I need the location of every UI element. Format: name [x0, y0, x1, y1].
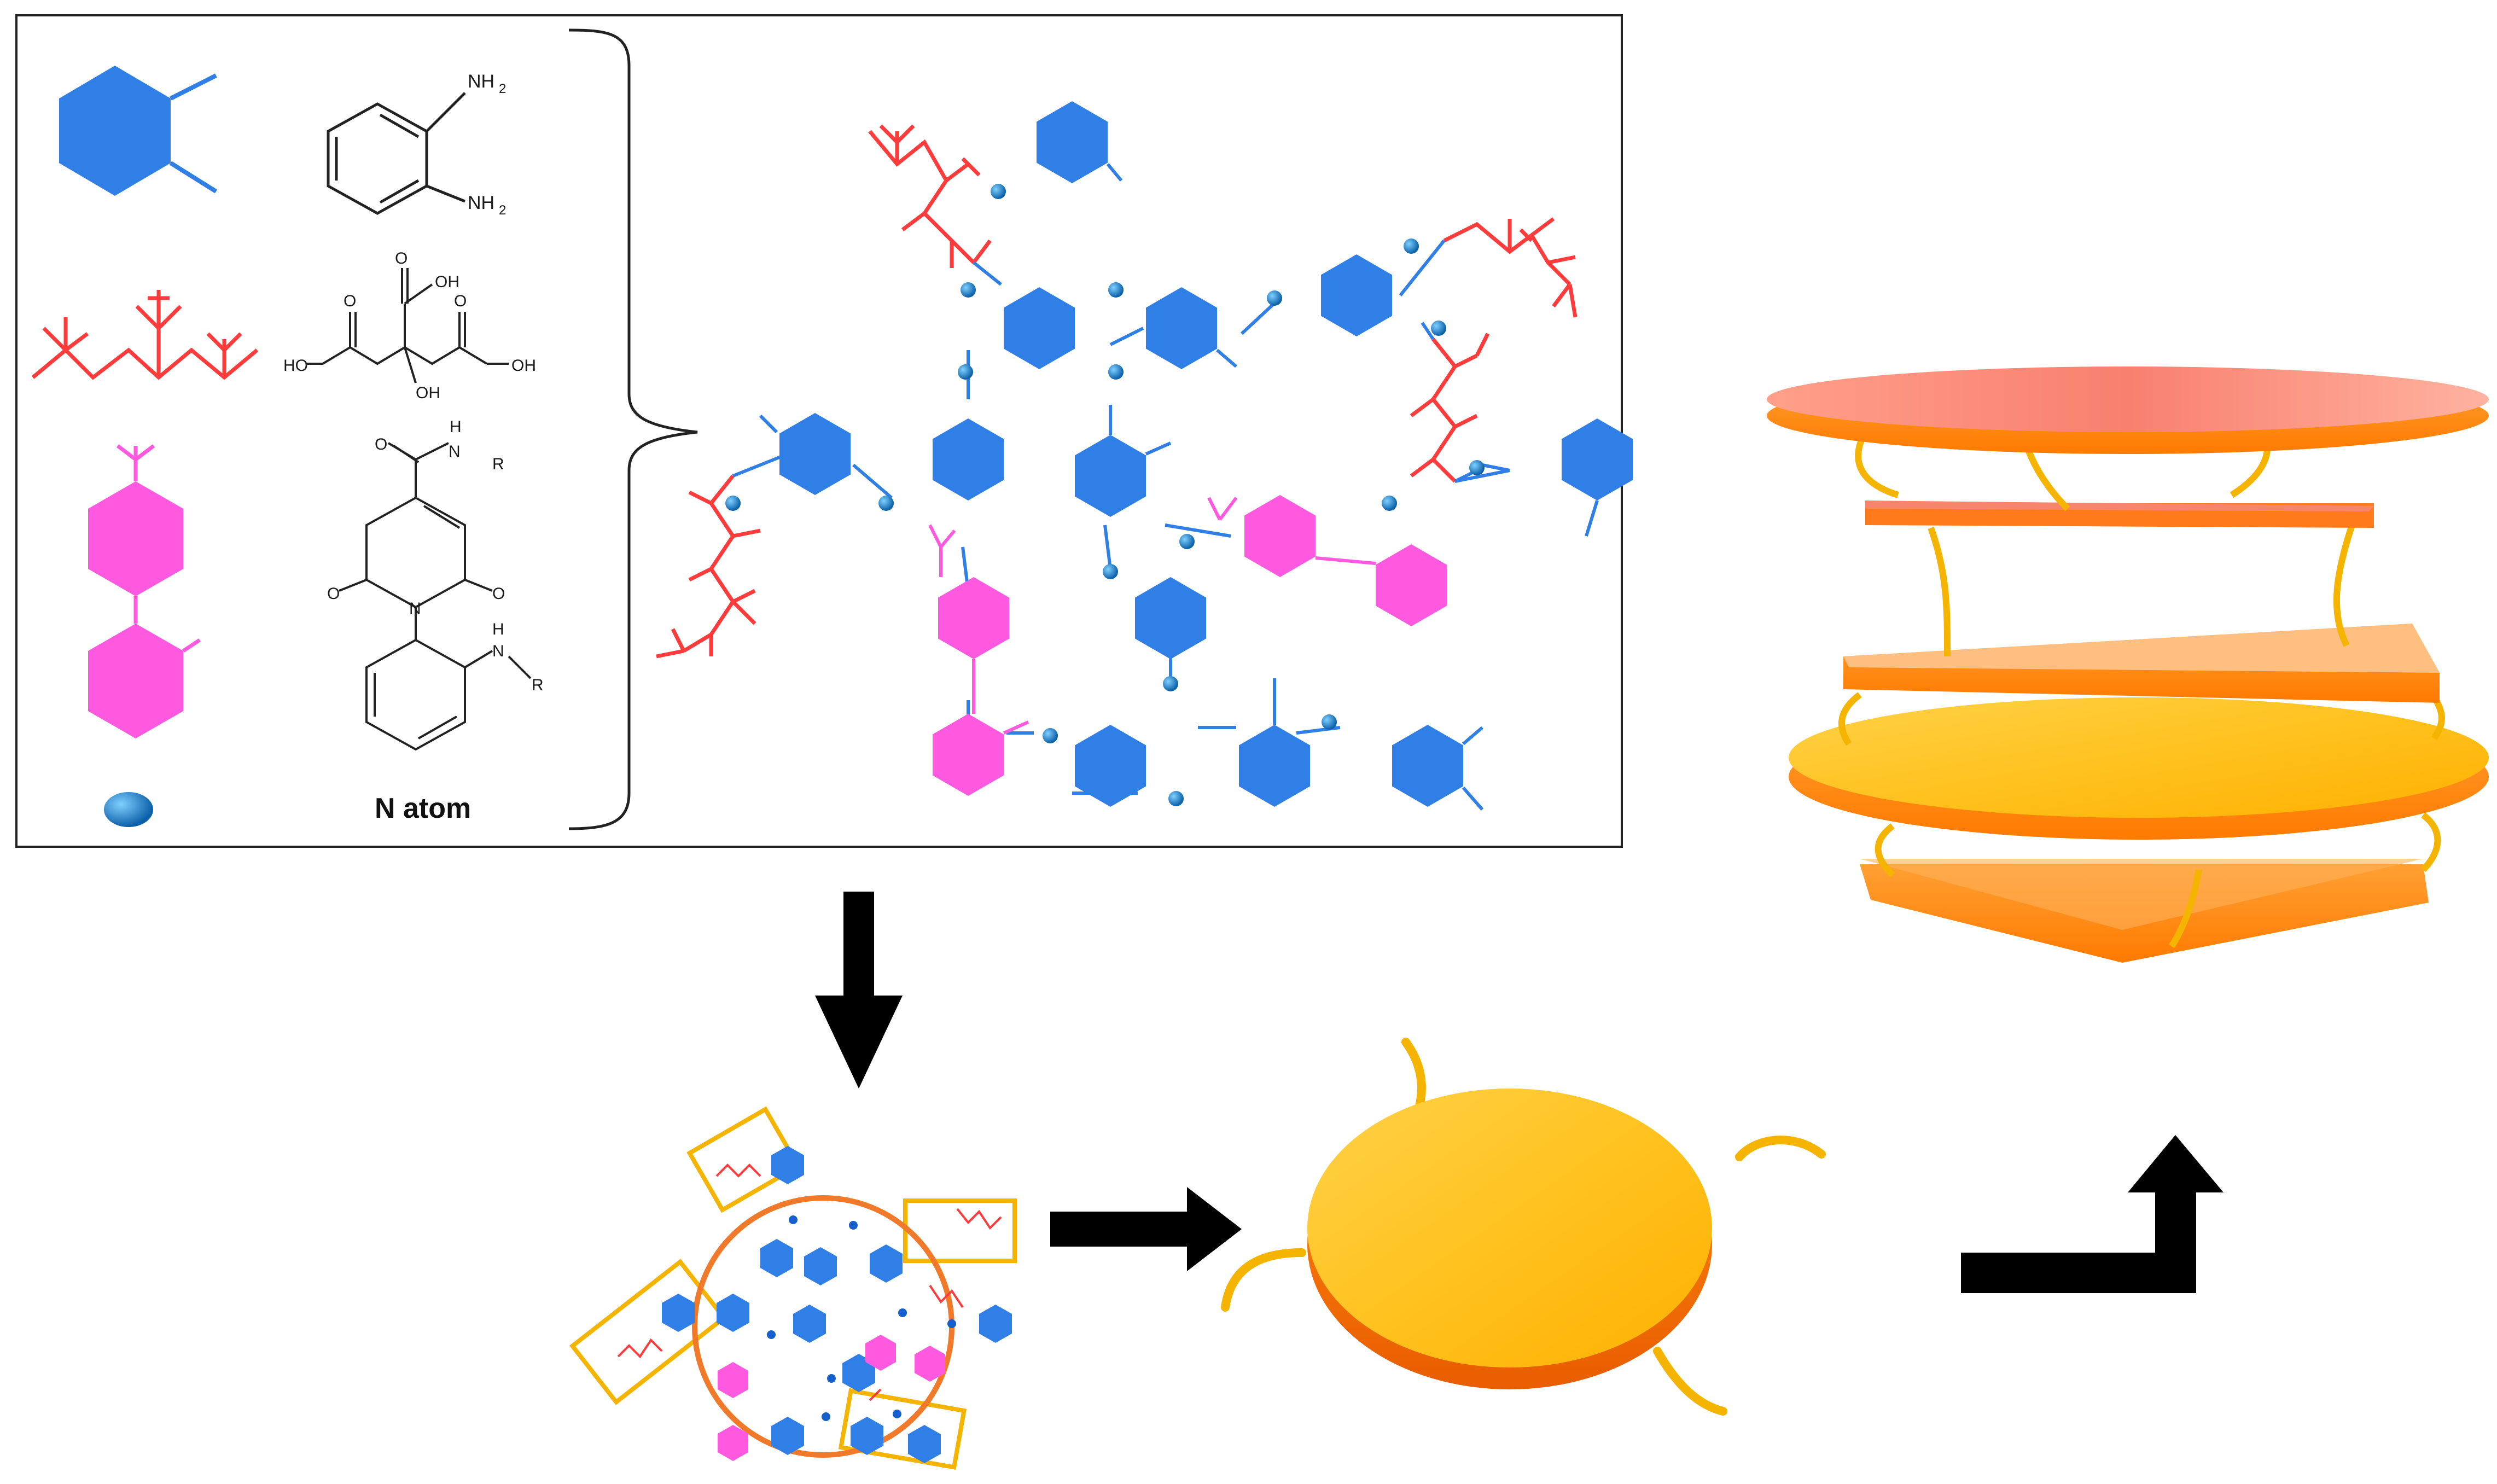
n-atom-ball-icon — [104, 792, 153, 827]
citric-o-left: O — [344, 292, 356, 310]
carbon-dot-cluster — [569, 1106, 1017, 1470]
n-atom-label: N atom — [375, 793, 471, 824]
network-red-chains — [656, 124, 1578, 659]
magenta-ring-symbol — [88, 444, 201, 738]
arrow-elbow-up — [1961, 1135, 2224, 1293]
citric-acid-structure — [306, 268, 509, 383]
nh2-label-top: NH — [468, 71, 494, 92]
network-magenta-stubs — [928, 497, 1376, 735]
imide-structure — [339, 442, 532, 751]
lower-h: H — [492, 620, 504, 638]
nh2-sub-top: 2 — [499, 82, 506, 96]
ring-o-right: O — [492, 585, 505, 603]
nh2-label-bottom: NH — [468, 193, 494, 213]
citric-o-right: O — [454, 292, 467, 310]
citric-oh-top: OH — [435, 273, 459, 291]
red-chain-symbol — [31, 290, 259, 380]
citric-o-top: O — [395, 249, 408, 267]
lower-r: R — [532, 676, 544, 694]
nh2-sub-bottom: 2 — [499, 203, 506, 218]
lower-n: N — [492, 642, 504, 660]
arrow-down — [815, 892, 903, 1089]
stacked-layers — [1767, 366, 2489, 963]
ring-o-left: O — [327, 585, 340, 603]
amide-o: O — [375, 435, 387, 453]
single-carbon-disc — [1221, 1038, 1826, 1416]
amide-h: H — [450, 418, 462, 436]
amide-n: N — [449, 443, 461, 461]
network-blue-stubs — [759, 163, 1599, 811]
phenylenediamine-structure — [327, 92, 466, 215]
citric-oh-mid: OH — [416, 384, 440, 402]
citric-ho-left: HO — [283, 357, 308, 375]
citric-oh-right: OH — [511, 357, 536, 375]
polymer-network — [656, 101, 1633, 811]
network-n-atoms — [725, 184, 1485, 806]
ring-n: N — [409, 600, 421, 618]
amide-r: R — [492, 455, 504, 473]
arrow-right — [1050, 1187, 1242, 1271]
legend-bracket — [568, 28, 698, 830]
blue-ring-symbol — [59, 66, 218, 196]
